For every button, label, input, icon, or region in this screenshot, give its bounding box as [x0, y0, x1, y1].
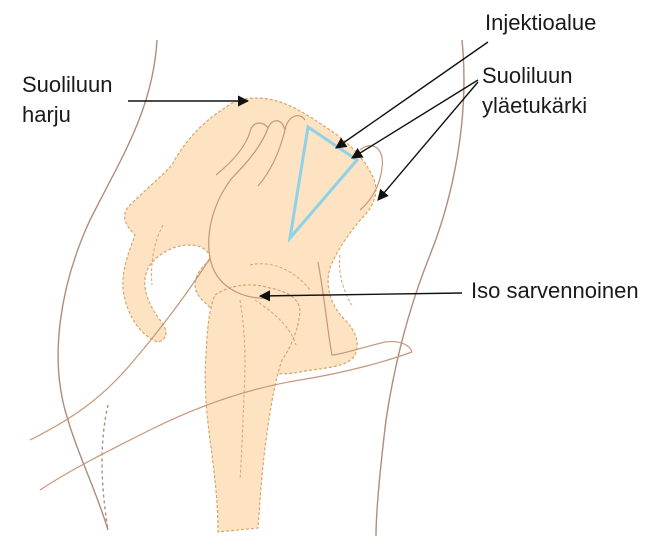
pelvis-bone: [123, 98, 376, 532]
label-iliac-crest-line1: Suoliluun: [22, 70, 113, 100]
arrow-injection-area: [336, 42, 488, 148]
arrow-asis-2: [378, 82, 478, 200]
left-contour-dashed: [102, 405, 108, 530]
label-greater-trochanter: Iso sarvennoinen: [471, 276, 639, 306]
forearm-lower: [30, 258, 210, 440]
femur: [205, 285, 300, 532]
label-iliac-crest: Suoliluun harju: [22, 70, 113, 130]
label-injection-area: Injektioalue: [485, 8, 596, 38]
label-asis: Suoliluun yläetukärki: [482, 61, 587, 121]
label-iliac-crest-line2: harju: [22, 100, 113, 130]
label-asis-line2: yläetukärki: [482, 91, 587, 121]
label-asis-line1: Suoliluun: [482, 61, 587, 91]
